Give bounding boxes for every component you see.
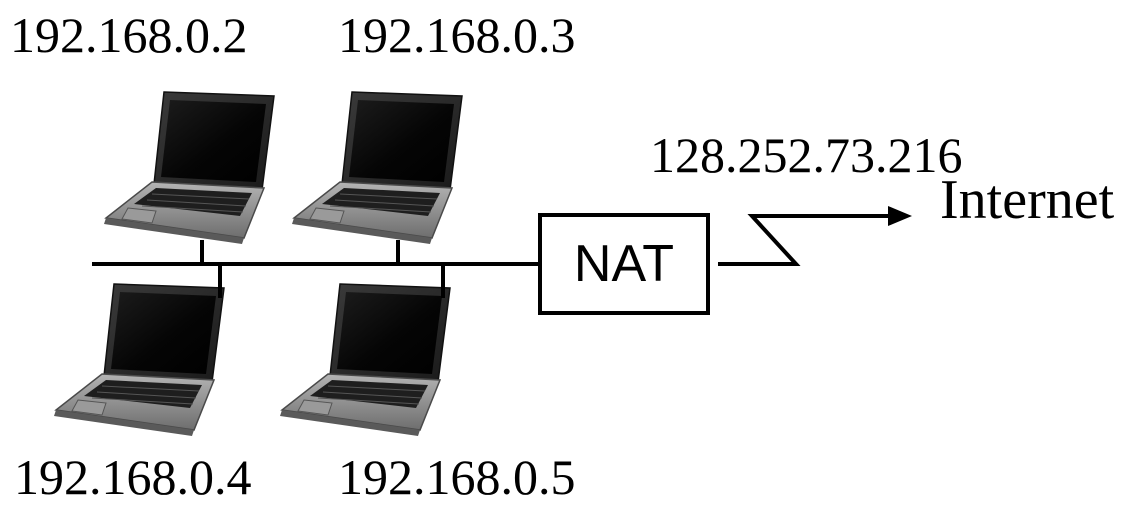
arrow-right-icon: [888, 206, 912, 226]
internet-label: Internet: [940, 169, 1115, 231]
nat-label: NAT: [573, 235, 675, 293]
wan-link-line: [718, 214, 890, 266]
laptop-icon: [53, 283, 225, 437]
host-ip-label: 192.168.0.5: [338, 449, 576, 505]
laptop-icon: [279, 283, 451, 437]
laptop-icon: [103, 91, 275, 245]
nat-box: [538, 213, 710, 315]
host-ip-label: 192.168.0.2: [10, 7, 248, 63]
public-ip-label: 128.252.73.216: [650, 127, 963, 183]
laptop-icon: [291, 91, 463, 245]
host-ip-label: 192.168.0.3: [338, 7, 576, 63]
host-ip-label: 192.168.0.4: [14, 449, 252, 505]
